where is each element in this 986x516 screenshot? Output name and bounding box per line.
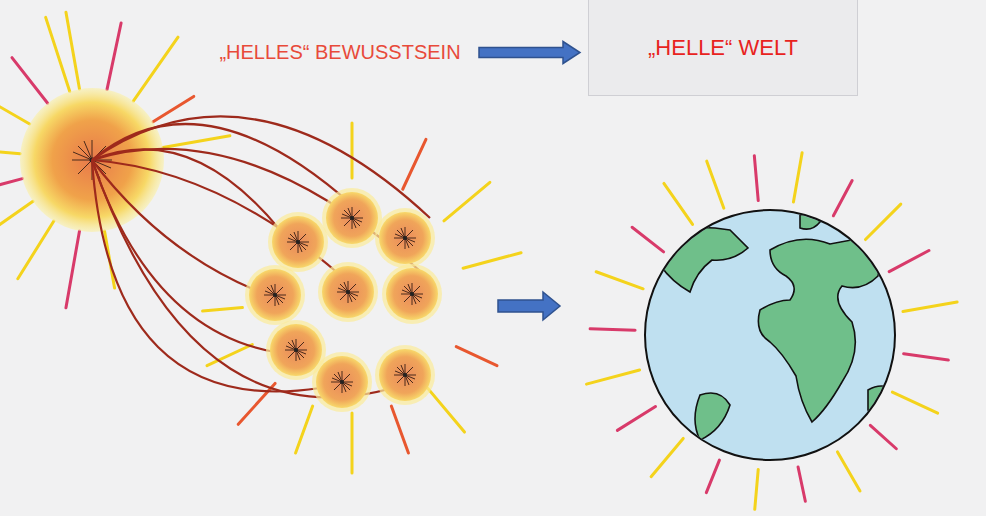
- node-label: „HELLE“ WELT: [648, 35, 798, 61]
- ray: [351, 123, 354, 178]
- small-sun: [375, 345, 435, 405]
- ray: [153, 96, 194, 121]
- small-sun: [312, 352, 372, 412]
- ray: [463, 253, 521, 269]
- small-sun: [318, 262, 378, 322]
- small-sun: [375, 208, 435, 268]
- thread: [92, 160, 340, 275]
- result-box: „HELLE“ WELT: [588, 0, 858, 96]
- ray: [426, 386, 465, 432]
- ray: [664, 183, 693, 224]
- earth-outline: [645, 210, 895, 460]
- thread: [92, 160, 275, 352]
- ray: [706, 460, 719, 492]
- ray: [754, 156, 758, 201]
- ray: [351, 413, 354, 473]
- ray: [203, 308, 243, 311]
- ray: [833, 180, 852, 215]
- ray: [903, 302, 957, 312]
- ray: [46, 17, 70, 91]
- continent: [695, 393, 730, 440]
- ray: [66, 231, 80, 308]
- small-sun: [245, 265, 305, 325]
- ray: [889, 250, 929, 271]
- ray: [617, 407, 655, 431]
- ray: [12, 58, 48, 104]
- ray: [133, 37, 178, 101]
- ray: [207, 344, 252, 365]
- ray: [632, 227, 664, 252]
- heading-text-node: „HELLES“ BEWUSSTSEIN: [207, 35, 473, 70]
- block-arrow: [479, 42, 580, 64]
- small-sun: [382, 264, 442, 324]
- ray: [870, 425, 896, 448]
- ray: [296, 406, 313, 453]
- ray: [590, 329, 635, 331]
- ray: [798, 467, 805, 501]
- ray: [456, 347, 497, 366]
- ray: [444, 182, 490, 221]
- small-sun: [322, 188, 382, 248]
- ray: [838, 452, 861, 491]
- ray: [403, 139, 426, 189]
- ray: [66, 12, 80, 89]
- ray: [892, 392, 937, 413]
- ray: [391, 406, 408, 453]
- earth-rays: [586, 153, 957, 510]
- node-label: „HELLES“ BEWUSSTSEIN: [219, 41, 460, 64]
- ray: [755, 469, 758, 509]
- continent: [868, 386, 900, 430]
- ray: [793, 153, 802, 202]
- ray: [0, 90, 30, 124]
- small-sun: [268, 212, 328, 272]
- ray: [904, 354, 949, 360]
- ray: [865, 204, 900, 239]
- block-arrow: [498, 292, 560, 320]
- ray: [586, 370, 639, 384]
- ray: [0, 201, 33, 229]
- ray: [107, 23, 121, 90]
- ray: [707, 161, 724, 208]
- ray: [596, 272, 643, 289]
- thread: [92, 149, 280, 230]
- ray: [0, 179, 22, 197]
- ray: [163, 136, 230, 148]
- ray: [651, 438, 683, 476]
- thread: [92, 160, 255, 290]
- ray: [0, 147, 20, 154]
- continent: [758, 238, 879, 422]
- ray: [18, 221, 54, 279]
- cluster-rays: [203, 123, 521, 473]
